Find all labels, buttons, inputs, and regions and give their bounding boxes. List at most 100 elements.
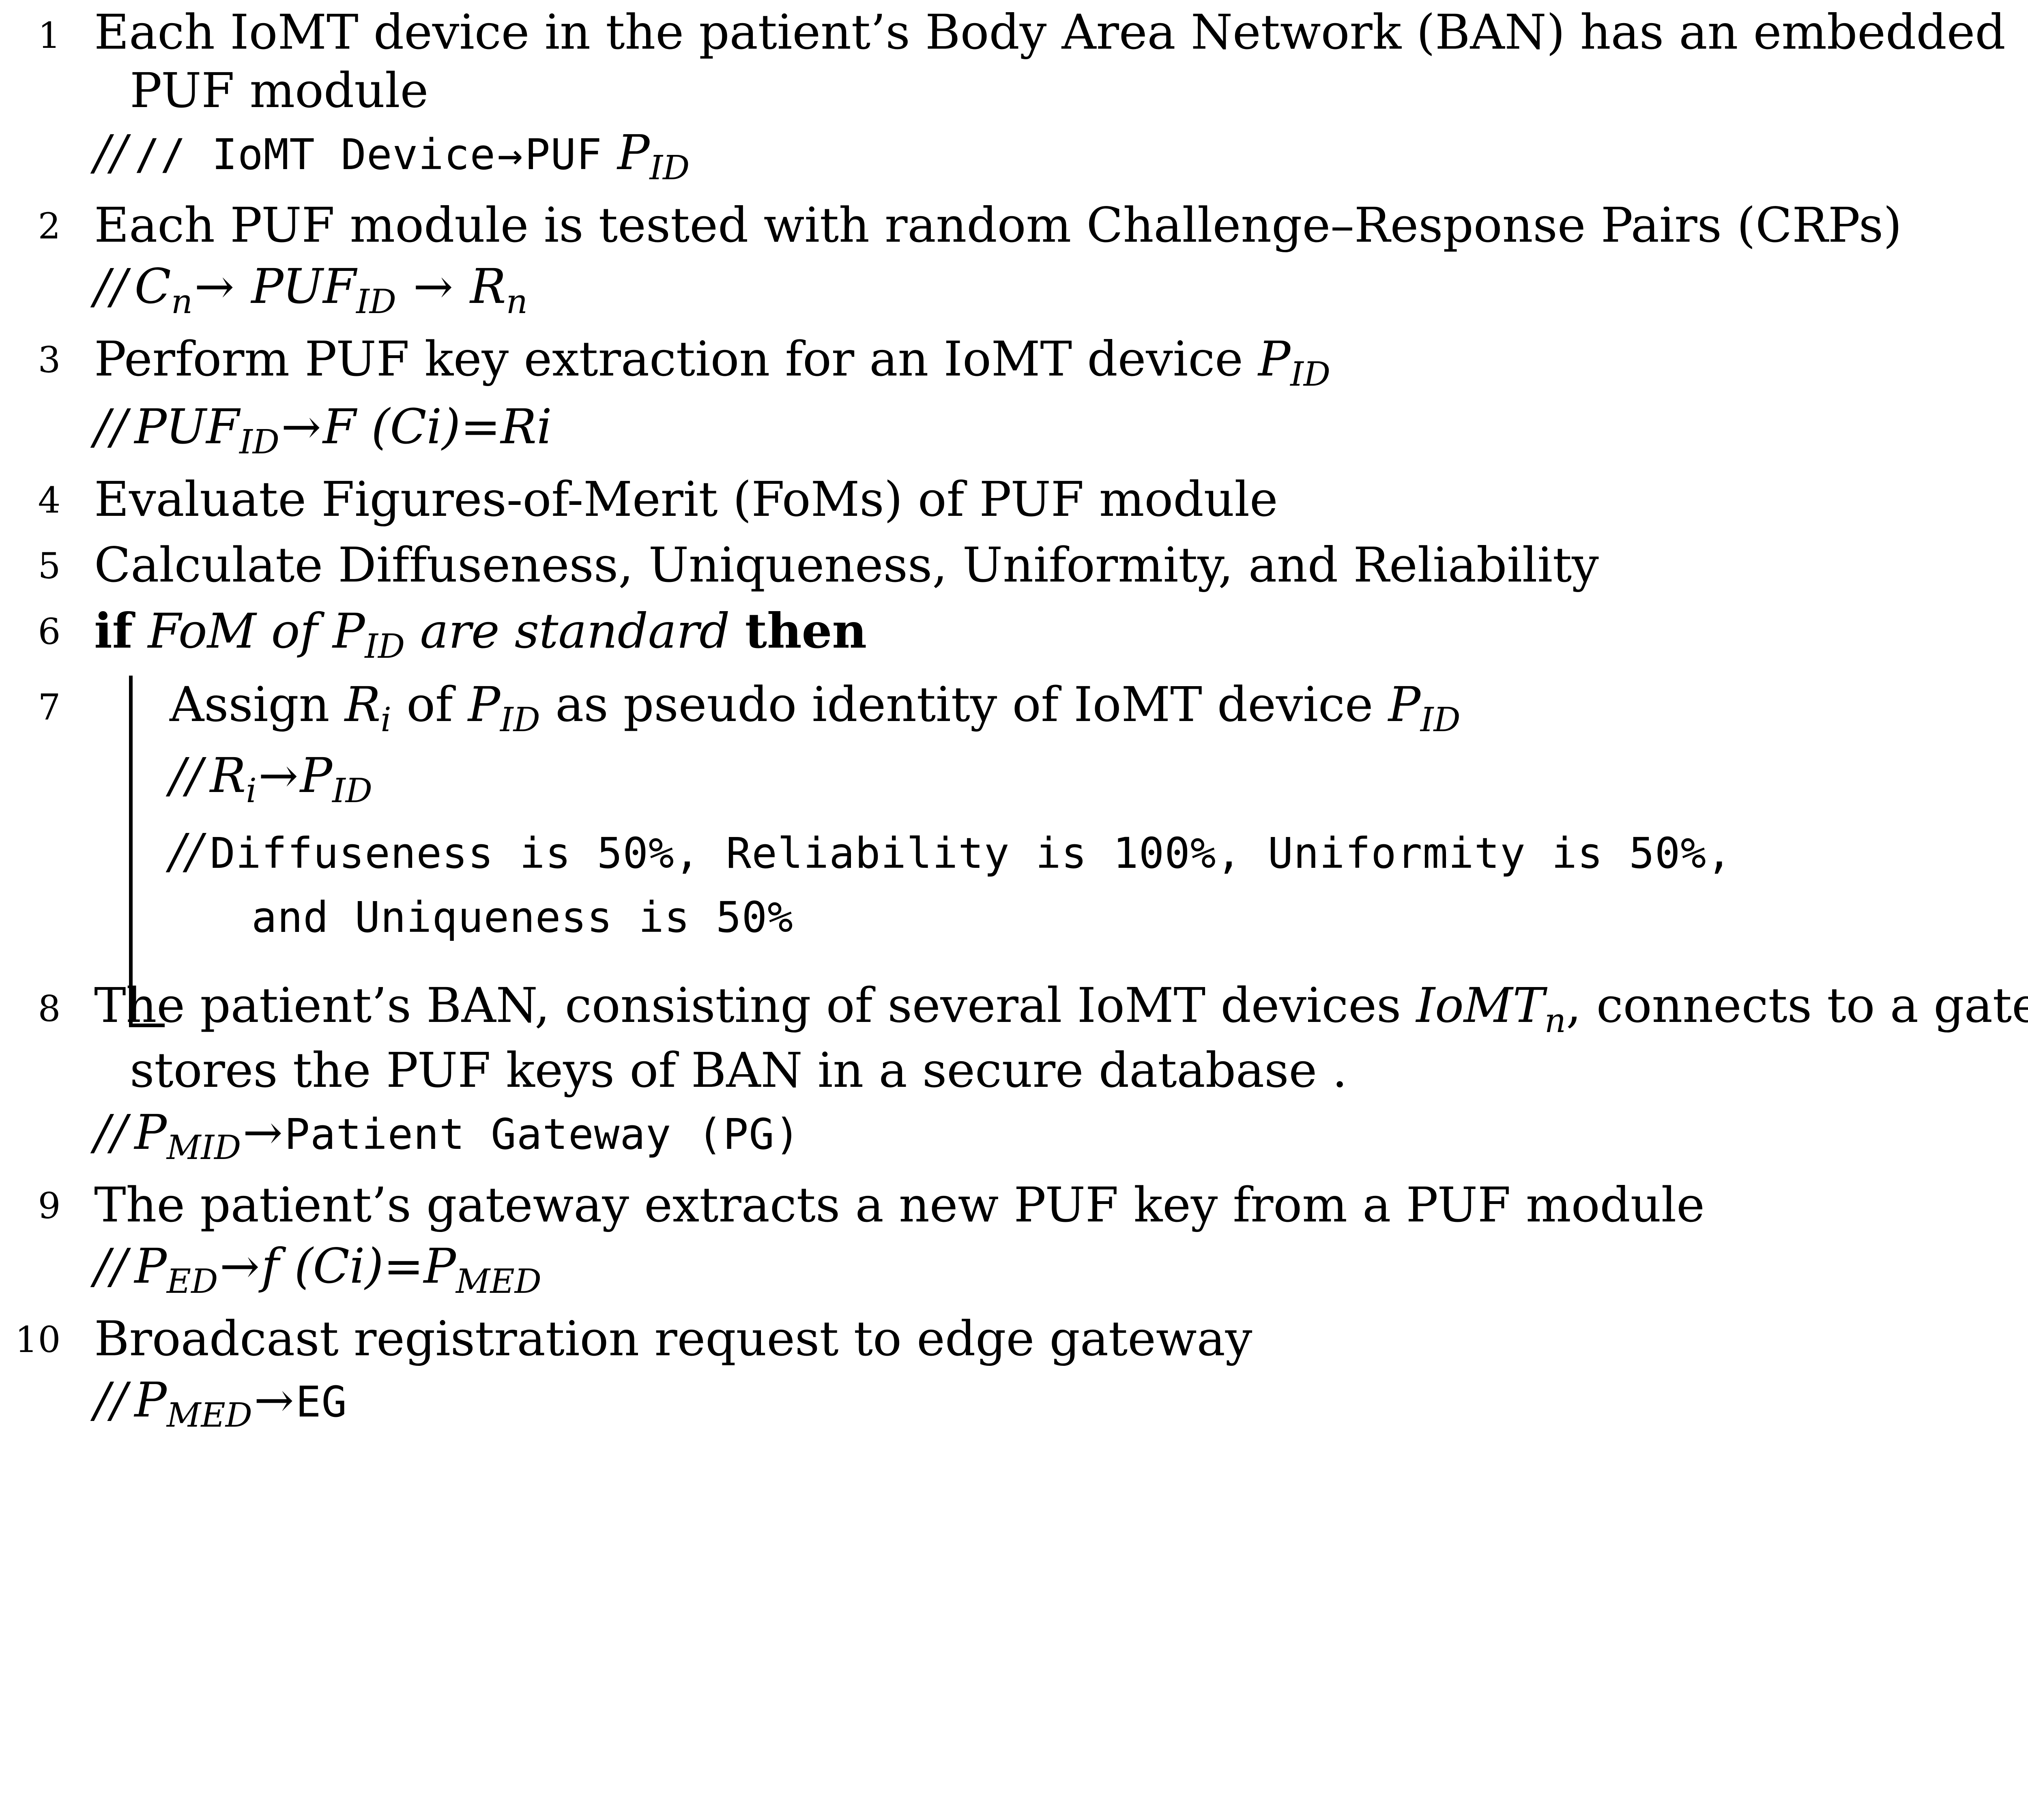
comment-7-symbol-P-sub: ID: [332, 771, 372, 810]
condition-symbol-P-sub: ID: [365, 627, 405, 666]
comment-line-7-math: //Ri→PID: [170, 745, 2028, 813]
line-number-5: 5: [38, 545, 61, 587]
comment-marker-icon: //: [170, 747, 204, 803]
statement-text-6: if FoM of PID are standard then: [94, 602, 2028, 667]
statement-7-symbol-P1-sub: ID: [500, 700, 540, 739]
comment-1-mono-b: PUF: [524, 129, 602, 179]
comment-7-symbol-R-sub: i: [246, 771, 257, 810]
comment-line-9: //PED→f (Ci)=PMED: [94, 1235, 2028, 1303]
statement-7-b: of: [391, 676, 468, 733]
algorithm-line-9: 9 The patient’s gateway extracts a new P…: [0, 1176, 2028, 1234]
comment-9-expression: (Ci)=: [294, 1238, 424, 1294]
comment-2-symbol-R: R: [470, 258, 506, 314]
comment-marker-icon: //: [94, 1104, 128, 1160]
if-block: 7 Assign Ri of PID as pseudo identity of…: [0, 676, 2028, 1028]
statement-8-symbol-IoMT: IoMT: [1416, 977, 1545, 1034]
comment-line-10: //PMED→EG: [94, 1369, 2028, 1437]
algorithm-line-8: 8 The patient’s BAN, consisting of sever…: [0, 977, 2028, 1099]
line-number-4: 4: [38, 479, 61, 521]
if-block-body: 7 Assign Ri of PID as pseudo identity of…: [0, 676, 2028, 947]
comment-3-expression: F (Ci)=Ri: [322, 398, 552, 455]
comment-3-symbol-PUF: PUF: [134, 398, 240, 455]
comment-7-symbol-R: R: [210, 747, 246, 803]
statement-text-5: Calculate Diffuseness, Uniqueness, Unifo…: [94, 537, 1599, 593]
right-arrow-icon: →: [281, 398, 321, 455]
statement-7-symbol-P2: P: [1388, 676, 1420, 733]
statement-text-1: Each IoMT device in the patient’s Body A…: [94, 3, 2028, 120]
statement-8-a: The patient’s BAN, consisting of several…: [94, 977, 1416, 1034]
line-number-1: 1: [38, 15, 61, 56]
statement-7-symbol-R-sub: i: [380, 700, 391, 739]
statement-text-2: Each PUF module is tested with random Ch…: [94, 197, 1902, 253]
comment-2-symbol-PUF: PUF: [251, 258, 357, 314]
comment-10-mono: EG: [295, 1377, 348, 1427]
comment-8-symbol-P-sub: MID: [166, 1128, 241, 1167]
comment-1-symbol-P: P: [617, 124, 650, 180]
keyword-if: if: [94, 602, 133, 659]
comment-7-mono-a: Diffuseness is 50%, Reliability is 100%,…: [210, 828, 1732, 878]
line-number-9: 9: [38, 1185, 61, 1227]
block-end-foot: [129, 1024, 165, 1028]
statement-text-4: Evaluate Figures-of-Merit (FoMs) of PUF …: [94, 471, 1278, 527]
algorithm-line-5: 5 Calculate Diffuseness, Uniqueness, Uni…: [0, 536, 2028, 595]
line-number-2: 2: [38, 205, 61, 247]
comment-2-symbol-PUF-sub: ID: [356, 282, 396, 321]
comment-line-1: //// IoMT Device→PUF PID: [94, 122, 2028, 190]
algorithm-line-1: 1 Each IoMT device in the patient’s Body…: [0, 3, 2028, 120]
comment-line-3: //PUFID→F (Ci)=Ri: [94, 396, 2028, 464]
comment-marker-icon: //: [94, 258, 128, 314]
condition-symbol-P: P: [333, 603, 365, 659]
algorithm-line-7: 7 Assign Ri of PID as pseudo identity of…: [0, 676, 2028, 740]
comment-1-mono-a: // IoMT Device: [134, 129, 496, 179]
statement-7-a: Assign: [170, 676, 345, 733]
comment-9-symbol-P-sub: ED: [166, 1262, 218, 1301]
statement-8-b: , connects to a gateway that securely st…: [130, 977, 2028, 1098]
right-arrow-icon: →: [413, 258, 453, 314]
right-arrow-icon: →: [194, 258, 234, 314]
statement-1-part-b: PUF module: [130, 62, 429, 118]
statement-3-text: Perform PUF key extraction for an IoMT d…: [94, 331, 1259, 387]
statement-text-8: The patient’s BAN, consisting of several…: [94, 977, 2028, 1099]
algorithm-line-10: 10 Broadcast registration request to edg…: [0, 1310, 2028, 1368]
right-arrow-icon: →: [254, 1371, 294, 1428]
comment-2-symbol-R-sub: n: [506, 282, 528, 321]
comment-marker-icon: //: [94, 1238, 128, 1294]
comment-7-mono-b: and Uniqueness is 50%: [251, 892, 793, 942]
right-arrow-icon: →: [497, 129, 523, 179]
comment-line-8: //PMID→Patient Gateway (PG): [94, 1101, 2028, 1170]
comment-8-mono: Patient Gateway (PG): [284, 1109, 801, 1159]
right-arrow-icon: →: [258, 747, 299, 803]
statement-8-symbol-IoMT-sub: n: [1544, 1001, 1566, 1040]
line-number-8: 8: [38, 988, 61, 1030]
condition-text-a: FoM of: [148, 603, 333, 659]
block-indent-bar: [129, 676, 133, 1026]
right-arrow-icon: →: [219, 1238, 260, 1294]
comment-1-symbol-P-sub: ID: [649, 148, 690, 187]
algorithm-line-4: 4 Evaluate Figures-of-Merit (FoMs) of PU…: [0, 470, 2028, 529]
line-number-7: 7: [38, 686, 61, 728]
line-number-3: 3: [38, 339, 61, 381]
comment-marker-icon: //: [94, 124, 128, 180]
statement-text-3: Perform PUF key extraction for an IoMT d…: [94, 330, 2028, 395]
statement-7-symbol-P2-sub: ID: [1420, 700, 1461, 739]
statement-3-symbol-P: P: [1258, 331, 1291, 387]
right-arrow-icon: →: [243, 1104, 283, 1160]
algorithm-line-6: 6 if FoM of PID are standard then: [0, 602, 2028, 667]
statement-1-part-a: Each IoMT device in the patient’s Body A…: [94, 4, 2006, 60]
algorithm-line-3: 3 Perform PUF key extraction for an IoMT…: [0, 330, 2028, 395]
comment-7-symbol-P: P: [300, 747, 333, 803]
statement-7-symbol-P1: P: [468, 676, 500, 733]
comment-marker-icon: //: [94, 1371, 128, 1428]
comment-3-symbol-PUF-sub: ID: [239, 422, 280, 461]
comment-9-symbol-P: P: [134, 1238, 167, 1294]
statement-text-10: Broadcast registration request to edge g…: [94, 1310, 1252, 1367]
comment-9-symbol-P2-sub: MED: [455, 1262, 541, 1301]
line-number-6: 6: [38, 610, 61, 652]
comment-2-symbol-C-sub: n: [171, 282, 193, 321]
comment-2-symbol-C: C: [134, 258, 171, 314]
comment-marker-icon: //: [170, 823, 204, 879]
statement-7-symbol-R: R: [344, 676, 381, 733]
comment-line-7-mono: //Diffuseness is 50%, Reliability is 100…: [170, 819, 2028, 947]
comment-8-symbol-P: P: [134, 1104, 167, 1160]
algorithm-pseudocode-block: 1 Each IoMT device in the patient’s Body…: [0, 3, 2028, 1820]
